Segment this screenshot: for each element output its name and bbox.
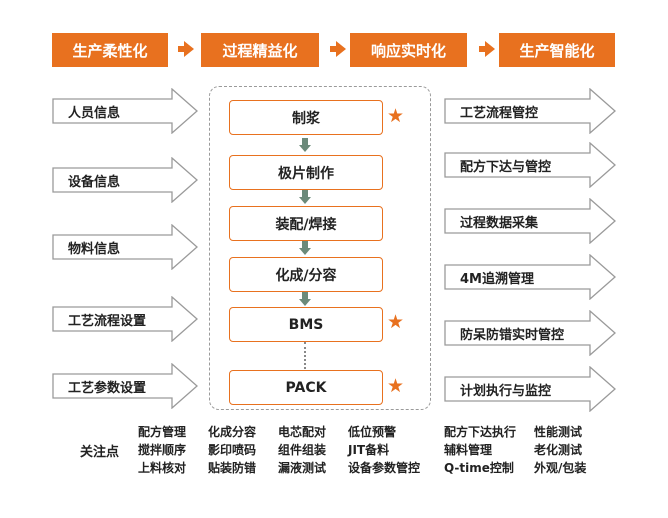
input-label: 物料信息 xyxy=(68,241,121,257)
output-arrow-1: 工艺流程管控 xyxy=(444,88,616,134)
focus-column-4: 低位预警 JIT备料 设备参数管控 xyxy=(348,423,420,477)
input-label: 工艺参数设置 xyxy=(68,380,147,396)
star-icon: ★ xyxy=(387,105,405,127)
process-step-4: 化成/分容 xyxy=(229,257,383,292)
process-step-1: 制浆 xyxy=(229,100,383,135)
focus-item: JIT备料 xyxy=(348,443,390,457)
stage-arrow-3 xyxy=(479,41,495,57)
process-step-6: PACK xyxy=(229,370,383,405)
focus-column-2: 化成分容 影印喷码 贴装防错 xyxy=(208,423,256,477)
stage-3: 响应实时化 xyxy=(350,33,467,67)
output-arrow-6: 计划执行与监控 xyxy=(444,366,616,412)
stage-arrow-2 xyxy=(330,41,346,57)
focus-column-3: 电芯配对 组件组装 漏液测试 xyxy=(278,423,326,477)
focus-item: 上料核对 xyxy=(138,461,187,475)
output-arrow-5: 防呆防错实时管控 xyxy=(444,310,616,356)
down-arrow-icon xyxy=(299,241,311,256)
output-arrow-3: 过程数据采集 xyxy=(444,198,616,244)
focus-item: 化成分容 xyxy=(208,425,257,439)
input-arrow-4: 工艺流程设置 xyxy=(52,296,198,342)
star-icon: ★ xyxy=(387,311,405,333)
focus-title: 关注点 xyxy=(80,445,120,460)
down-arrow-icon xyxy=(299,190,311,205)
input-label: 工艺流程设置 xyxy=(68,313,147,329)
focus-item: 贴装防错 xyxy=(208,461,257,475)
output-arrow-2: 配方下达与管控 xyxy=(444,142,616,188)
focus-column-1: 配方管理 搅拌顺序 上料核对 xyxy=(138,423,186,477)
output-label: 计划执行与监控 xyxy=(460,383,552,399)
focus-item: 配方下达执行 xyxy=(444,425,517,439)
process-container xyxy=(209,86,431,410)
input-arrow-5: 工艺参数设置 xyxy=(52,363,198,409)
focus-item: 搅拌顺序 xyxy=(138,443,187,457)
stage-2: 过程精益化 xyxy=(201,33,319,67)
focus-item: 性能测试 xyxy=(534,425,583,439)
focus-item: 影印喷码 xyxy=(208,443,257,457)
input-label: 设备信息 xyxy=(68,174,121,190)
focus-column-5: 配方下达执行 辅料管理 Q-time控制 xyxy=(444,423,516,477)
focus-item: 电芯配对 xyxy=(278,425,327,439)
output-label: 配方下达与管控 xyxy=(460,159,552,175)
process-step-5: BMS xyxy=(229,307,383,342)
process-step-2: 极片制作 xyxy=(229,155,383,190)
input-label: 人员信息 xyxy=(68,105,121,121)
focus-item: 组件组装 xyxy=(278,443,327,457)
down-arrow-icon xyxy=(299,292,311,307)
output-label: 4M追溯管理 xyxy=(460,271,534,287)
focus-item: 外观/包装 xyxy=(534,461,587,475)
output-label: 过程数据采集 xyxy=(460,215,539,231)
process-step-3: 装配/焊接 xyxy=(229,206,383,241)
focus-item: 辅料管理 xyxy=(444,443,493,457)
focus-item: 低位预警 xyxy=(348,425,397,439)
input-arrow-1: 人员信息 xyxy=(52,88,198,134)
output-label: 防呆防错实时管控 xyxy=(460,327,565,343)
output-arrow-4: 4M追溯管理 xyxy=(444,254,616,300)
star-icon: ★ xyxy=(387,375,405,397)
input-arrow-2: 设备信息 xyxy=(52,157,198,203)
output-label: 工艺流程管控 xyxy=(460,105,539,121)
down-arrow-icon xyxy=(299,138,311,153)
focus-column-6: 性能测试 老化测试 外观/包装 xyxy=(534,423,586,477)
focus-item: 老化测试 xyxy=(534,443,583,457)
stage-1: 生产柔性化 xyxy=(52,33,168,67)
focus-item: 配方管理 xyxy=(138,425,187,439)
focus-item: 设备参数管控 xyxy=(348,461,421,475)
stage-4: 生产智能化 xyxy=(499,33,615,67)
ellipsis-connector xyxy=(304,342,306,369)
focus-item: Q-time控制 xyxy=(444,461,514,475)
stage-arrow-1 xyxy=(178,41,194,57)
focus-item: 漏液测试 xyxy=(278,461,327,475)
input-arrow-3: 物料信息 xyxy=(52,224,198,270)
